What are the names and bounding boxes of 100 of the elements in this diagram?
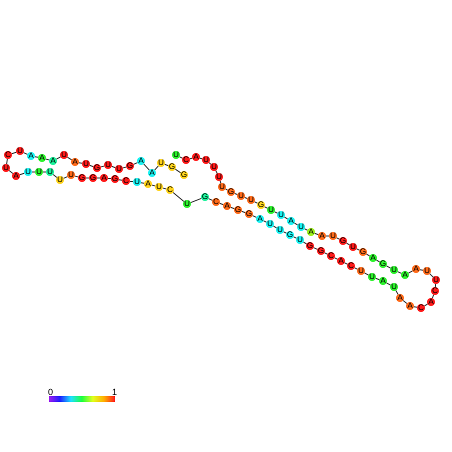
nucleotide-circle: G bbox=[339, 237, 347, 245]
backbone-line bbox=[230, 206, 235, 210]
nucleotide-circle: C bbox=[122, 177, 130, 185]
nucleotide-circle: A bbox=[427, 298, 435, 306]
nucleotide-circle: U bbox=[218, 183, 226, 191]
backbone-line bbox=[199, 158, 203, 160]
nucleotide-circle: A bbox=[27, 152, 35, 160]
nucleotide-circle: A bbox=[337, 257, 345, 265]
nucleotide-circle: G bbox=[201, 193, 209, 201]
backbone-line bbox=[78, 162, 83, 164]
nucleotide-circle: U bbox=[423, 267, 431, 275]
nucleotide-circle: A bbox=[12, 172, 20, 180]
backbone-line bbox=[34, 156, 39, 158]
nucleotide-circle: U bbox=[349, 243, 357, 251]
nucleotide-circle: G bbox=[93, 164, 101, 172]
nucleotide-circle: U bbox=[296, 236, 304, 244]
nucleotide-circle: U bbox=[133, 178, 141, 186]
nucleotide-circle: U bbox=[183, 200, 191, 208]
backbone-line bbox=[118, 179, 123, 181]
nucleotide-circle: A bbox=[192, 153, 200, 161]
nucleotide-circle: U bbox=[35, 168, 43, 176]
nucleotide-circle: G bbox=[257, 201, 265, 209]
nucleotide-circle: A bbox=[307, 228, 315, 236]
nucleotide-circle: A bbox=[100, 174, 108, 182]
backbone-line bbox=[172, 192, 184, 202]
nucleotide-circle: G bbox=[126, 162, 134, 170]
backbone-line bbox=[111, 166, 116, 168]
nucleotide-circle: U bbox=[215, 173, 223, 181]
nucleotide-circle: A bbox=[287, 217, 295, 225]
backbone-line bbox=[19, 172, 25, 176]
nucleotide-circle: U bbox=[60, 151, 68, 159]
nucleotide-circle: C bbox=[347, 262, 355, 270]
backbone-line bbox=[143, 163, 150, 171]
nucleotide-circle: G bbox=[245, 210, 253, 218]
nucleotide-circle: U bbox=[16, 147, 24, 155]
nucleotide-circle: C bbox=[431, 287, 439, 295]
nucleotide-circle: U bbox=[390, 283, 398, 291]
backbone-line bbox=[220, 180, 222, 184]
nucleotide-circle: C bbox=[327, 252, 335, 260]
backbone-line bbox=[189, 158, 193, 160]
nucleotide-circle: A bbox=[49, 157, 57, 165]
nucleotide-circle: A bbox=[369, 254, 377, 262]
nucleotide-circle: U bbox=[368, 273, 376, 281]
backbone-line bbox=[419, 269, 424, 271]
nucleotide-circle: A bbox=[401, 271, 409, 279]
nucleotide-circle: A bbox=[379, 277, 387, 285]
backbone-line bbox=[432, 294, 434, 299]
nucleotide-circle: A bbox=[144, 180, 152, 188]
nucleotide-circle: U bbox=[237, 192, 245, 200]
nucleotide-circle: U bbox=[266, 220, 274, 228]
nucleotide-circle: G bbox=[317, 247, 325, 255]
backbone-line bbox=[89, 164, 94, 168]
nucleotide-circle: U bbox=[247, 196, 255, 204]
nucleotide-circle: U bbox=[202, 156, 210, 164]
nucleotide-circle: A bbox=[406, 302, 414, 310]
nucleotide-circle: A bbox=[223, 202, 231, 210]
nucleotide-circle: A bbox=[318, 232, 326, 240]
nucleotide-circle: C bbox=[166, 186, 174, 194]
nucleotide-circle: A bbox=[71, 158, 79, 166]
nucleotide-circle: A bbox=[256, 215, 264, 223]
nucleotide-circle: G bbox=[306, 242, 314, 250]
nucleotide-circle: A bbox=[148, 169, 156, 177]
nucleotide-circle: A bbox=[38, 154, 46, 162]
nucleotide-circle: A bbox=[412, 265, 420, 273]
nucleotide-circle: G bbox=[227, 188, 235, 196]
nucleotide-circle: G bbox=[180, 171, 188, 179]
nucleotide-circle: C bbox=[417, 304, 425, 312]
backbone-line bbox=[129, 180, 134, 182]
nucleotide-circle: U bbox=[210, 163, 218, 171]
nucleotide-circle: G bbox=[379, 260, 387, 268]
nucleotide-circle: U bbox=[277, 211, 285, 219]
backbone-line bbox=[434, 283, 436, 288]
backbone-line bbox=[66, 156, 72, 160]
scale-value: 1 bbox=[112, 387, 118, 397]
nucleotide-circle: U bbox=[67, 171, 75, 179]
backbone-line bbox=[375, 278, 380, 280]
nucleotide-circle: A bbox=[396, 294, 404, 302]
nucleotide-circle: U bbox=[56, 176, 64, 184]
nucleotide-circle: U bbox=[172, 151, 180, 159]
nucleotide-circle: C bbox=[212, 198, 220, 206]
nucleotide-circle: G bbox=[286, 231, 294, 239]
backbone-line bbox=[154, 165, 159, 171]
nucleotide-circle: G bbox=[89, 174, 97, 182]
nucleotide-circle: U bbox=[155, 183, 163, 191]
nucleotide-circle: U bbox=[357, 267, 365, 275]
backbone-line bbox=[140, 182, 145, 184]
backbone-line bbox=[164, 164, 169, 166]
nucleotide-circle: U bbox=[115, 165, 123, 173]
nucleotide-circle: U bbox=[432, 276, 440, 284]
nucleotide-circle: U bbox=[104, 161, 112, 169]
backbone-line bbox=[107, 178, 112, 180]
nucleotide-circle: U bbox=[46, 168, 54, 176]
backbone-line bbox=[190, 198, 202, 204]
nucleotide-circle: U bbox=[82, 160, 90, 168]
nucleotide-circle: G bbox=[168, 163, 176, 171]
nucleotide-circle: C bbox=[182, 156, 190, 164]
nucleotide-circle: U bbox=[329, 232, 337, 240]
backbone-line bbox=[11, 152, 17, 154]
scale-value: 0 bbox=[48, 387, 54, 397]
nucleotide-circle: U bbox=[297, 223, 305, 231]
